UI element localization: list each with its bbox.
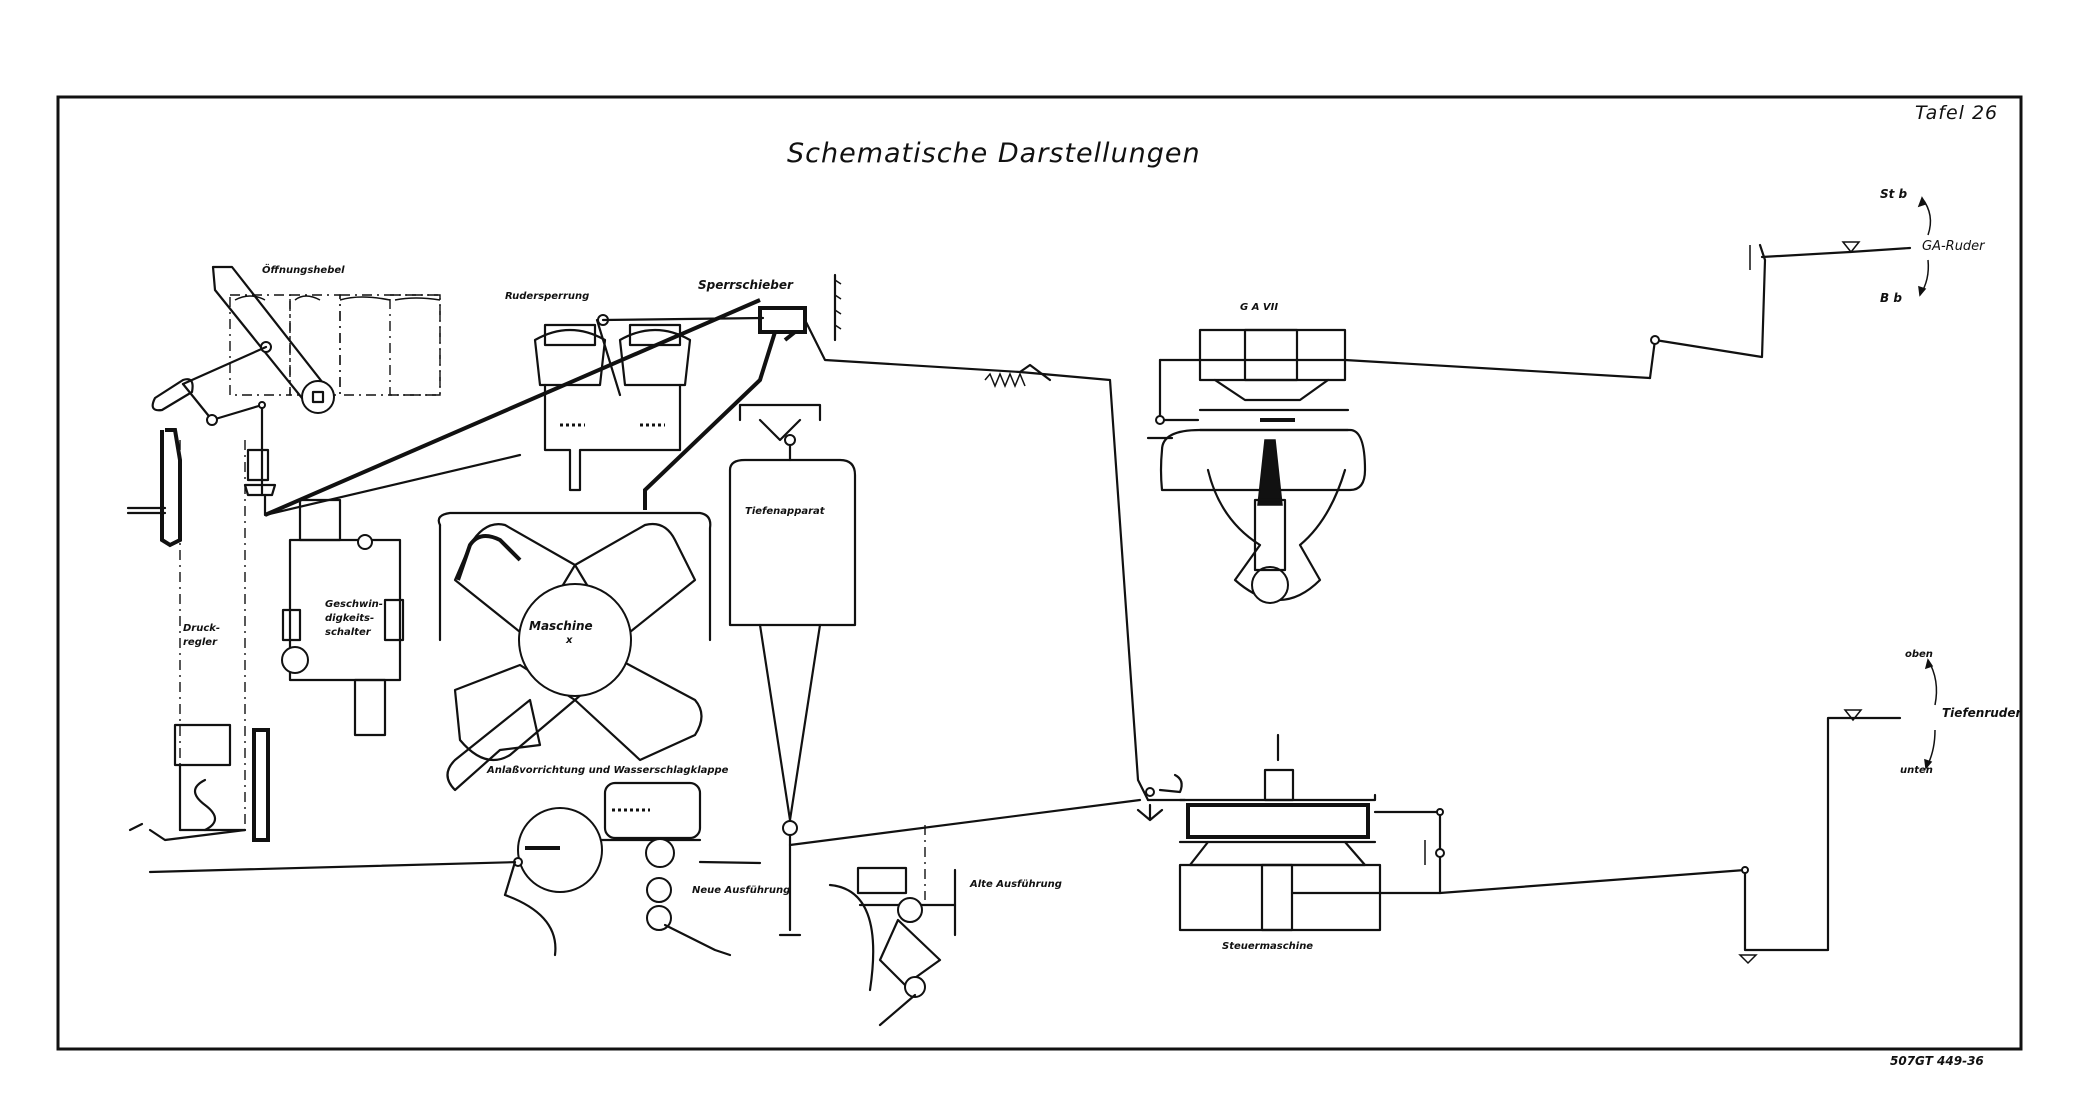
plate-number: Tafel 26 xyxy=(1915,102,1999,124)
label-tiefenruder: Tiefenruder xyxy=(1942,706,2022,720)
label-steuermaschine: Steuermaschine xyxy=(1222,941,1314,952)
reference-code: 507GT 449-36 xyxy=(1890,1054,1984,1068)
label-gav: G A VII xyxy=(1240,302,1279,313)
gav-unit xyxy=(1146,328,1652,604)
druckregler-assembly xyxy=(126,265,761,842)
label-oeffnungshebel: Öffnungshebel xyxy=(262,265,345,276)
label-oben: oben xyxy=(1905,649,1933,660)
sperrschieber xyxy=(643,273,1022,510)
label-backbord: B b xyxy=(1880,291,1902,305)
label-sperrschieber: Sperrschieber xyxy=(698,278,793,292)
label-rudersperrung: Rudersperrung xyxy=(505,291,590,302)
tiefenapparat xyxy=(728,403,1142,937)
steuermaschine xyxy=(1136,733,1747,932)
label-steuerbord: St b xyxy=(1880,187,1908,201)
maschine-engine xyxy=(437,511,712,792)
anlassvorrichtung-neue xyxy=(148,781,762,957)
rudersperrung-assembly xyxy=(533,314,765,492)
label-druckregler: Druck-regler xyxy=(183,622,231,650)
label-anlassvorrichtung: Anlaßvorrichtung und Wasserschlagklappe xyxy=(487,765,729,776)
linkage-rod xyxy=(1018,370,1150,802)
diagram-title: Schematische Darstellungen xyxy=(787,138,1201,169)
label-alte-ausfuehrung: Alte Ausführung xyxy=(970,879,1062,890)
label-druckregler-text: Druck-regler xyxy=(183,623,221,648)
label-unten: unten xyxy=(1900,765,1933,776)
label-geschwindigkeitsschalter: Geschwin-digkeits-schalter xyxy=(325,598,385,640)
geschwindigkeitsschalter xyxy=(281,498,405,737)
label-ga-ruder: GA-Ruder xyxy=(1922,239,1985,254)
ga-ruder-linkage xyxy=(1648,196,1932,380)
drawing-frame xyxy=(56,95,2023,1051)
spring-link xyxy=(984,363,1052,388)
label-maschine-marker: x xyxy=(566,635,573,646)
label-neue-ausfuehrung: Neue Ausführung xyxy=(692,885,791,896)
label-tiefenapparat: Tiefenapparat xyxy=(745,506,825,517)
label-geschwindigkeitsschalter-text: Geschwin-digkeits-schalter xyxy=(325,599,383,638)
anlassvorrichtung-alte xyxy=(828,825,957,1027)
tiefenruder-linkage xyxy=(1738,658,1938,965)
label-maschine: Maschine xyxy=(529,619,593,633)
